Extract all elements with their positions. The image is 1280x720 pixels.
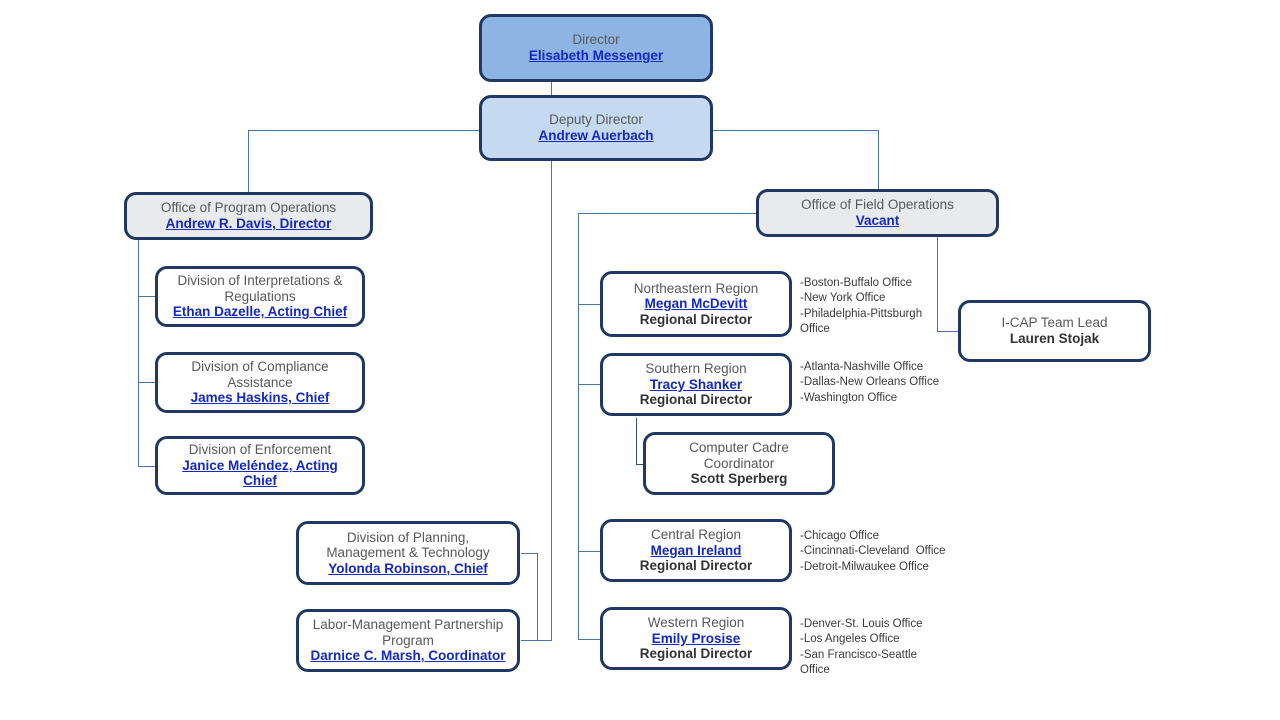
node-region-western[interactable]: Western Region Emily Prosise Regional Di… [600,607,792,670]
connector-region-2 [578,384,600,385]
connector-field-ops-to-icap [937,237,938,331]
connector-regions-spine [578,213,579,639]
connector-field-ops-to-regions [578,213,758,214]
region-4-title: Western Region [647,615,745,631]
region-4-role: Regional Director [639,646,753,662]
connector-deputy-center-spine [551,161,552,640]
division-2-line2: Assistance [227,374,293,390]
node-office-program-operations[interactable]: Office of Program Operations Andrew R. D… [124,192,373,240]
program-ops-name[interactable]: Andrew R. Davis, Director [165,216,332,231]
connector-region-3 [578,551,600,552]
region-3-role: Regional Director [639,558,753,574]
region-1-office-2: -New York Office [800,292,886,305]
connector-region-4 [578,639,600,640]
node-region-central[interactable]: Central Region Megan Ireland Regional Di… [600,519,792,582]
field-ops-name[interactable]: Vacant [855,213,900,228]
node-labor-management-partnership-program[interactable]: Labor-Management Partnership Program Dar… [296,609,520,672]
region-4-office-1: -Denver-St. Louis Office [800,618,923,630]
connector-deputy-to-field-ops [878,130,879,189]
director-name[interactable]: Elisabeth Messenger [528,48,664,63]
connector-cadre-stub [636,464,644,465]
region-2-office-3: -Washington Office [800,391,898,404]
region-3-title: Central Region [650,527,742,543]
division-1-name[interactable]: Ethan Dazelle, Acting Chief [172,304,348,320]
connector-southern-to-cadre [636,418,637,464]
division-1-line1: Division of Interpretations & [177,273,343,289]
region-3-office-1: -Chicago Office [800,530,880,542]
center-unit-2-line1: Labor-Management Partnership [312,617,504,633]
connector-director-deputy [551,82,552,95]
region-3-office-3: -Detroit-Milwaukee Office [800,560,929,573]
computer-cadre-line1: Computer Cadre [689,440,789,456]
connector-program-ops-spine [138,240,139,466]
node-division-compliance-assistance[interactable]: Division of Compliance Assistance James … [155,352,365,413]
program-ops-title: Office of Program Operations [160,200,337,216]
region-2-office-2: -Dallas-New Orleans Office [800,376,940,389]
connector-deputy-to-program-ops [248,130,249,192]
center-unit-1-line1: Division of Planning, [346,529,470,545]
region-1-name[interactable]: Megan McDevitt [644,296,748,312]
region-2-office-1: -Atlanta-Nashville Office [800,361,924,373]
region-1-office-3: -Philadelphia-Pittsburgh [800,307,923,320]
region-4-office-2: -Los Angeles Office [800,633,900,646]
connector-deputy-left-arm [248,130,481,131]
region-1-office-4: Office [800,322,830,335]
division-3-name[interactable]: Janice Meléndez, Acting Chief [182,457,338,489]
region-2-name[interactable]: Tracy Shanker [649,376,743,392]
connector-center-spine-bottom [537,640,552,641]
center-unit-2-name[interactable]: Darnice C. Marsh, Coordinator [310,648,506,664]
deputy-title: Deputy Director [549,112,643,128]
icap-title: I-CAP Team Lead [1001,315,1108,331]
center-unit-1-line2: Management & Technology [326,545,490,561]
division-1-line2: Regulations [224,288,296,304]
connector-deputy-right-arm [712,130,879,131]
node-director[interactable]: Director Elisabeth Messenger [479,14,713,82]
region-1-title: Northeastern Region [633,280,759,296]
center-unit-2-line2: Program [382,632,434,648]
node-division-enforcement[interactable]: Division of Enforcement Janice Meléndez,… [155,436,365,495]
division-2-name[interactable]: James Haskins, Chief [190,390,330,406]
director-title: Director [572,32,620,48]
connector-region-1 [578,304,600,305]
connector-division-1 [138,296,156,297]
region-1-office-1: -Boston-Buffalo Office [800,277,913,289]
region-1-office-list: -Boston-Buffalo Office -New York Office … [800,276,924,337]
connector-planning-stub [521,553,538,554]
region-2-title: Southern Region [645,361,747,377]
region-3-office-2: -Cincinnati-Cleveland Office [800,545,946,558]
connector-division-3 [138,466,156,467]
node-region-northeastern[interactable]: Northeastern Region Megan McDevitt Regio… [600,271,792,337]
division-2-line1: Division of Compliance [191,359,329,375]
icap-name: Lauren Stojak [1009,331,1100,346]
computer-cadre-name: Scott Sperberg [690,471,788,487]
node-region-southern[interactable]: Southern Region Tracy Shanker Regional D… [600,353,792,416]
region-4-office-list: -Denver-St. Louis Office -Los Angeles Of… [800,617,952,678]
node-icap-team-lead[interactable]: I-CAP Team Lead Lauren Stojak [958,300,1151,362]
region-1-role: Regional Director [639,311,753,327]
field-ops-title: Office of Field Operations [801,197,954,213]
node-office-field-operations[interactable]: Office of Field Operations Vacant [756,189,999,237]
node-deputy-director[interactable]: Deputy Director Andrew Auerbach [479,95,713,161]
region-4-name[interactable]: Emily Prosise [651,630,741,646]
computer-cadre-line2: Coordinator [703,455,775,471]
connector-icap-stub [937,331,959,332]
region-4-office-3: -San Francisco-Seattle Office [800,648,924,676]
deputy-name[interactable]: Andrew Auerbach [538,128,654,143]
node-division-interpretations-regulations[interactable]: Division of Interpretations & Regulation… [155,266,365,327]
division-3-line1: Division of Enforcement [188,442,332,458]
region-2-role: Regional Director [639,392,753,408]
connector-division-2 [138,382,156,383]
connector-labor-stub [521,640,538,641]
node-division-planning-management-technology[interactable]: Division of Planning, Management & Techn… [296,521,520,585]
center-unit-1-name[interactable]: Yolonda Robinson, Chief [328,560,488,576]
region-3-office-list: -Chicago Office -Cincinnati-Cleveland Of… [800,529,948,575]
region-3-name[interactable]: Megan Ireland [650,542,742,558]
connector-center-units-spine [537,553,538,640]
node-computer-cadre-coordinator[interactable]: Computer Cadre Coordinator Scott Sperber… [643,432,835,495]
region-2-office-list: -Atlanta-Nashville Office -Dallas-New Or… [800,360,940,406]
